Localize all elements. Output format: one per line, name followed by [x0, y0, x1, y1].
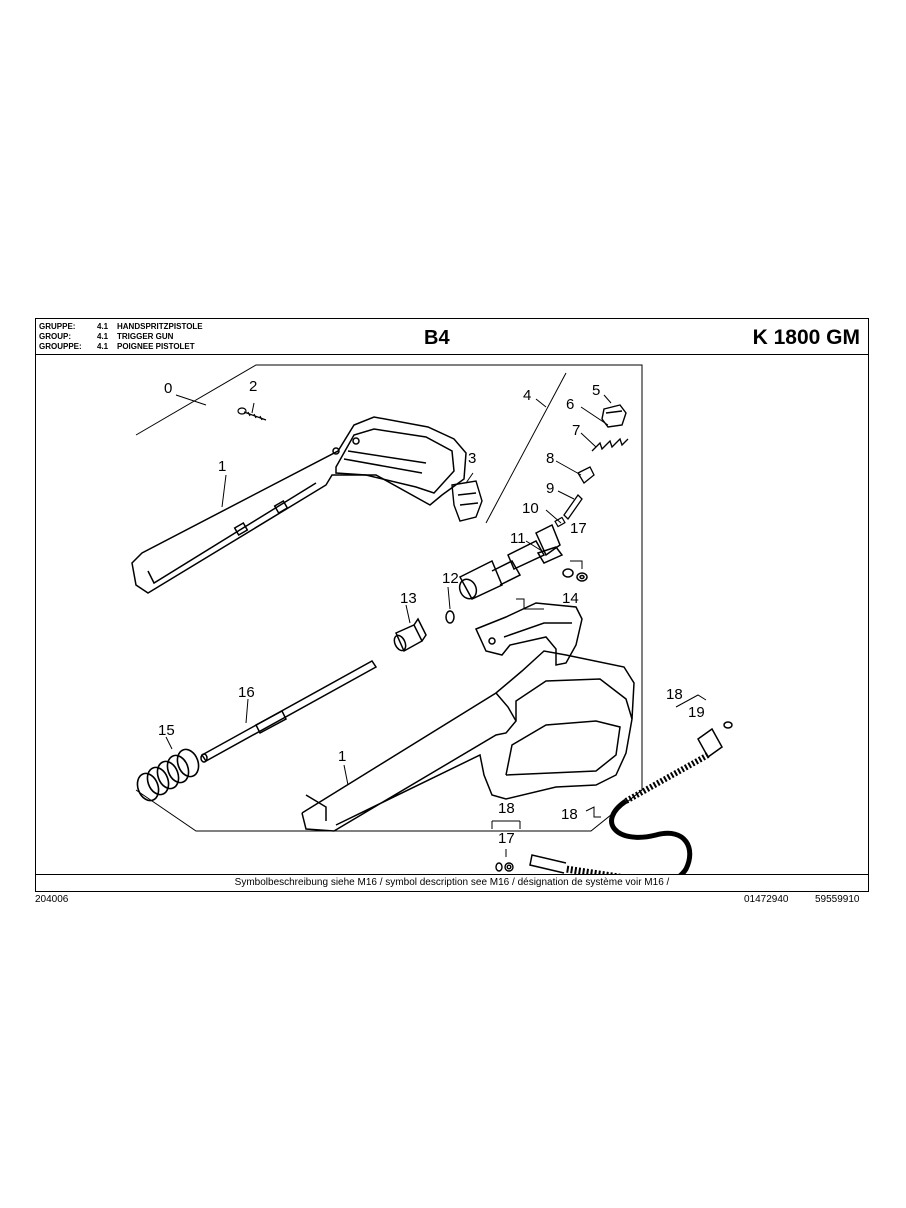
trigger-part [474, 602, 583, 666]
group-number: 4.1 [97, 332, 109, 341]
callout-17b: 17 [498, 830, 515, 847]
doc-code-left: 204006 [35, 894, 69, 905]
callout-10: 10 [522, 500, 539, 517]
o-ring-12-part [445, 610, 455, 624]
callout-2: 2 [249, 378, 257, 395]
model-name: K 1800 GM [752, 326, 860, 349]
callout-11: 11 [510, 530, 526, 547]
trigger-lock-part [451, 480, 483, 522]
bracket-18b [585, 806, 601, 818]
callout-18b: 18 [561, 806, 578, 823]
callout-9: 9 [546, 480, 554, 497]
hose-part [529, 721, 733, 875]
exploded-diagram: 0 2 1 3 4 5 6 7 8 9 10 17 11 12 13 14 16… [131, 364, 733, 875]
gun-body-part [301, 650, 635, 832]
group-name: POIGNEE PISTOLET [117, 342, 195, 351]
callout-14: 14 [562, 590, 579, 607]
leader-8 [555, 460, 582, 476]
housing-half-part [131, 416, 467, 594]
callout-4: 4 [523, 387, 531, 404]
doc-code-mid: 01472940 [744, 894, 789, 905]
spring-part [591, 437, 629, 452]
callout-18a: 18 [666, 686, 683, 703]
group-name: HANDSPRITZPISTOLE [117, 322, 203, 331]
callout-5: 5 [592, 382, 600, 399]
callout-15: 15 [158, 722, 175, 739]
leader-10 [545, 509, 562, 524]
callout-1b: 1 [338, 748, 346, 765]
leader-13 [405, 604, 411, 624]
callout-18c: 18 [498, 800, 515, 817]
leader-11 [525, 540, 543, 552]
leader-1a [221, 474, 227, 508]
leader-1b [343, 764, 349, 786]
callout-0: 0 [164, 380, 172, 397]
leader-2 [251, 402, 255, 414]
seal-part [554, 516, 566, 528]
screw-part [237, 407, 267, 421]
callout-17a: 17 [570, 520, 587, 537]
leader-4 [535, 398, 547, 408]
coil-spring-part [136, 748, 200, 802]
leader-3 [465, 472, 474, 484]
callout-12: 12 [442, 570, 459, 587]
page-code: B4 [424, 327, 450, 349]
o-ring-part [562, 568, 588, 582]
callout-19: 19 [688, 704, 705, 721]
bracket-18c [491, 820, 521, 857]
callout-3: 3 [468, 450, 476, 467]
callout-13: 13 [400, 590, 417, 607]
leader-15 [165, 736, 173, 750]
leader-7 [580, 432, 597, 448]
group-key: GROUPPE: [39, 342, 82, 351]
leader-12 [447, 586, 451, 610]
group-key: GRUPPE: [39, 322, 76, 331]
valve-pin-part [563, 493, 583, 521]
callout-7: 7 [572, 422, 580, 439]
symbol-footer: Symbolbeschreibung siehe M16 / symbol de… [36, 874, 868, 891]
callout-8: 8 [546, 450, 554, 467]
bracket-18-19 [675, 694, 707, 708]
leader-5 [603, 394, 612, 404]
group-row-en: GROUP: 4.1 TRIGGER GUN [39, 332, 203, 342]
leader-9 [557, 490, 575, 500]
bracket-14 [516, 598, 544, 610]
valve-ball-part [577, 466, 595, 484]
bracket-17a [570, 560, 583, 569]
lance-rod-part [200, 660, 378, 763]
valve-housing-part [458, 523, 564, 600]
leader-bracket-4 [485, 372, 567, 524]
leader-0 [175, 394, 207, 406]
group-key: GROUP: [39, 332, 71, 341]
callout-1a: 1 [218, 458, 226, 475]
group-number: 4.1 [97, 322, 109, 331]
callout-6: 6 [566, 396, 574, 413]
cap-part [601, 404, 627, 428]
group-name: TRIGGER GUN [117, 332, 174, 341]
group-number: 4.1 [97, 342, 109, 351]
group-row-de: GRUPPE: 4.1 HANDSPRITZPISTOLE [39, 322, 203, 332]
bushing-part [393, 617, 427, 653]
callout-16: 16 [238, 684, 255, 701]
leader-16 [245, 698, 249, 724]
group-row-fr: GROUPPE: 4.1 POIGNEE PISTOLET [39, 342, 203, 352]
doc-code-right: 59559910 [815, 894, 860, 905]
o-ring-17b-part [495, 862, 514, 872]
